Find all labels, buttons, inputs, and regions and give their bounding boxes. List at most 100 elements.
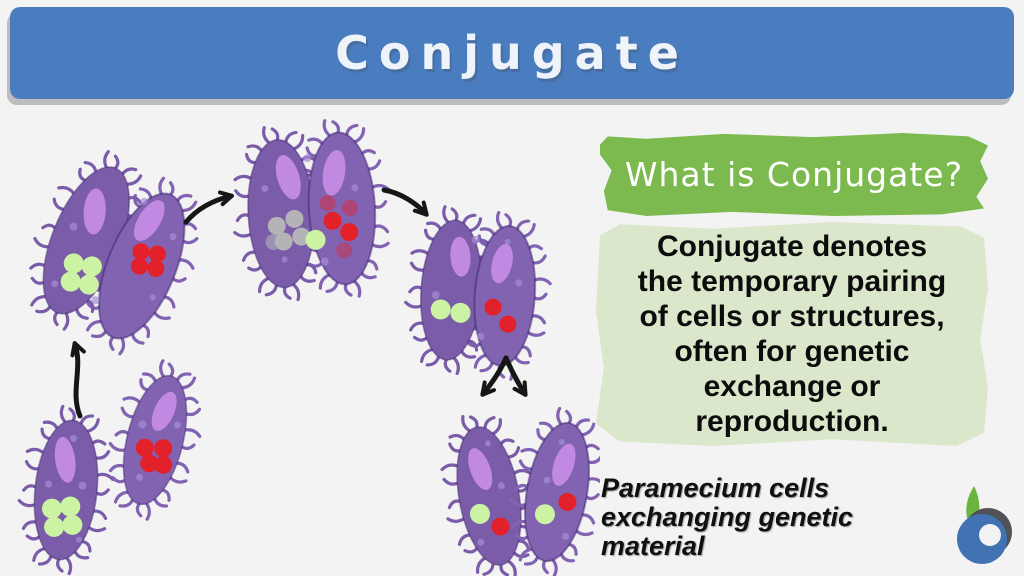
cilium — [518, 459, 534, 471]
cilium — [461, 415, 472, 433]
cilium — [425, 221, 442, 231]
separate-cell-green — [17, 404, 115, 576]
definition-line: exchange or — [703, 370, 881, 403]
cilium — [90, 330, 108, 339]
nucleus — [322, 150, 346, 196]
cilium — [495, 210, 504, 230]
green-granule — [534, 504, 555, 525]
cilium — [331, 120, 341, 135]
cilium — [514, 533, 530, 541]
cilium — [404, 300, 423, 309]
arrow-up — [70, 341, 86, 419]
cilium — [408, 285, 423, 294]
cilium — [25, 534, 41, 541]
cilium — [291, 282, 301, 302]
nucleus — [151, 391, 177, 431]
cilium — [299, 275, 316, 283]
cilium — [121, 167, 138, 176]
nucleus — [54, 436, 76, 483]
cilium — [475, 556, 487, 574]
separating-cell-right — [509, 406, 600, 576]
cilium — [482, 562, 495, 576]
cilium — [527, 244, 543, 251]
cilium — [108, 463, 126, 473]
cytoplasm-specks — [45, 434, 87, 543]
cilium — [425, 355, 441, 367]
cycle-arrows — [70, 187, 528, 419]
cilium — [86, 298, 95, 314]
cilium — [152, 311, 171, 321]
cilium — [587, 455, 600, 465]
definition-line: reproduction. — [695, 405, 889, 438]
cilium — [506, 446, 521, 459]
heading-banner: What is Conjugate? — [600, 133, 988, 216]
cilium — [75, 307, 89, 320]
cilium — [366, 159, 382, 171]
arrow-fork-right — [503, 355, 528, 397]
cilium — [292, 133, 305, 151]
cilium — [40, 427, 51, 441]
cilium — [180, 443, 196, 451]
cilium — [443, 358, 452, 373]
cilium — [420, 347, 434, 364]
cilium — [118, 498, 135, 508]
caption-line: material — [601, 531, 705, 561]
red-granules — [484, 298, 517, 333]
cilium — [360, 149, 376, 156]
cilium — [138, 187, 153, 200]
definition-line: often for genetic — [674, 335, 910, 368]
cilium — [159, 359, 166, 378]
cilium — [584, 493, 600, 501]
cilium — [442, 477, 459, 486]
cilium — [264, 283, 279, 297]
nucleus — [450, 236, 471, 277]
cilium — [168, 181, 175, 197]
cilium — [175, 372, 192, 382]
caption-line: Paramecium cells — [601, 473, 830, 503]
green-granules — [41, 496, 83, 537]
cilium — [574, 418, 591, 429]
cilium — [373, 224, 390, 234]
cilium — [513, 355, 530, 365]
cilium — [183, 396, 199, 404]
cilium — [468, 217, 483, 233]
cilium — [479, 227, 496, 236]
cilium — [467, 339, 479, 352]
cilium — [177, 258, 195, 270]
cilium — [235, 213, 250, 223]
red-granule — [491, 517, 510, 536]
cilium — [305, 146, 318, 158]
paramecium-pair-stage-1 — [29, 150, 199, 356]
cilium — [515, 219, 531, 231]
cilium — [509, 497, 527, 507]
cilium — [477, 234, 489, 247]
cilium — [95, 488, 110, 496]
cilium — [163, 295, 176, 309]
cilium — [241, 250, 257, 262]
red-granules — [130, 243, 166, 277]
cilium — [125, 174, 143, 186]
cilium — [33, 236, 50, 249]
cilium — [141, 372, 157, 383]
green-granule — [305, 229, 326, 250]
cilium — [73, 550, 90, 560]
cilium — [127, 195, 142, 205]
cilium — [144, 502, 151, 521]
cilium — [526, 331, 546, 337]
cytoplasm-specks — [261, 154, 359, 266]
cilium — [483, 416, 496, 430]
definition-line: Conjugate denotes — [656, 230, 927, 263]
nucleus — [468, 448, 493, 491]
cilium — [53, 311, 59, 327]
cilium — [96, 472, 115, 482]
illustration-caption: Paramecium cells exchanging genetic mate… — [601, 474, 931, 561]
cilium — [567, 542, 578, 556]
cilium — [233, 174, 253, 182]
cilium — [108, 335, 115, 351]
cilium — [460, 350, 477, 359]
cilium — [518, 547, 534, 562]
cilium — [523, 555, 540, 566]
cilium — [506, 559, 517, 576]
cilium — [234, 189, 250, 199]
cilium — [580, 422, 596, 437]
